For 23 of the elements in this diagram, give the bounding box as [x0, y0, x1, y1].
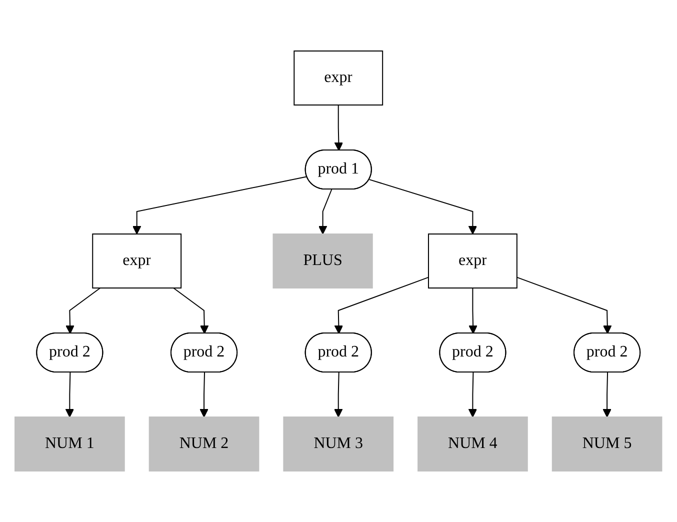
node-box: expr: [294, 50, 384, 106]
arrow: [602, 372, 612, 418]
arrow: [65, 372, 74, 418]
arrow: [468, 288, 478, 334]
arrow: [516, 276, 612, 334]
arrow: [334, 372, 343, 418]
arrow: [334, 276, 430, 334]
node-box: expr: [428, 234, 518, 288]
arrow: [318, 189, 332, 234]
node-box: NUM 5: [552, 416, 662, 472]
node-box: NUM 4: [418, 416, 528, 472]
arrow: [369, 179, 478, 234]
node-box: NUM 3: [283, 416, 394, 472]
arrow: [173, 288, 209, 334]
node-box: NUM 1: [14, 416, 125, 472]
node-box: expr: [92, 234, 182, 288]
node-box: PLUS: [272, 234, 373, 288]
node-box: NUM 2: [148, 416, 260, 472]
arrow: [66, 288, 101, 334]
arrow: [200, 372, 209, 418]
arrow: [334, 104, 344, 151]
arrow: [132, 176, 308, 234]
arrow: [468, 372, 478, 418]
